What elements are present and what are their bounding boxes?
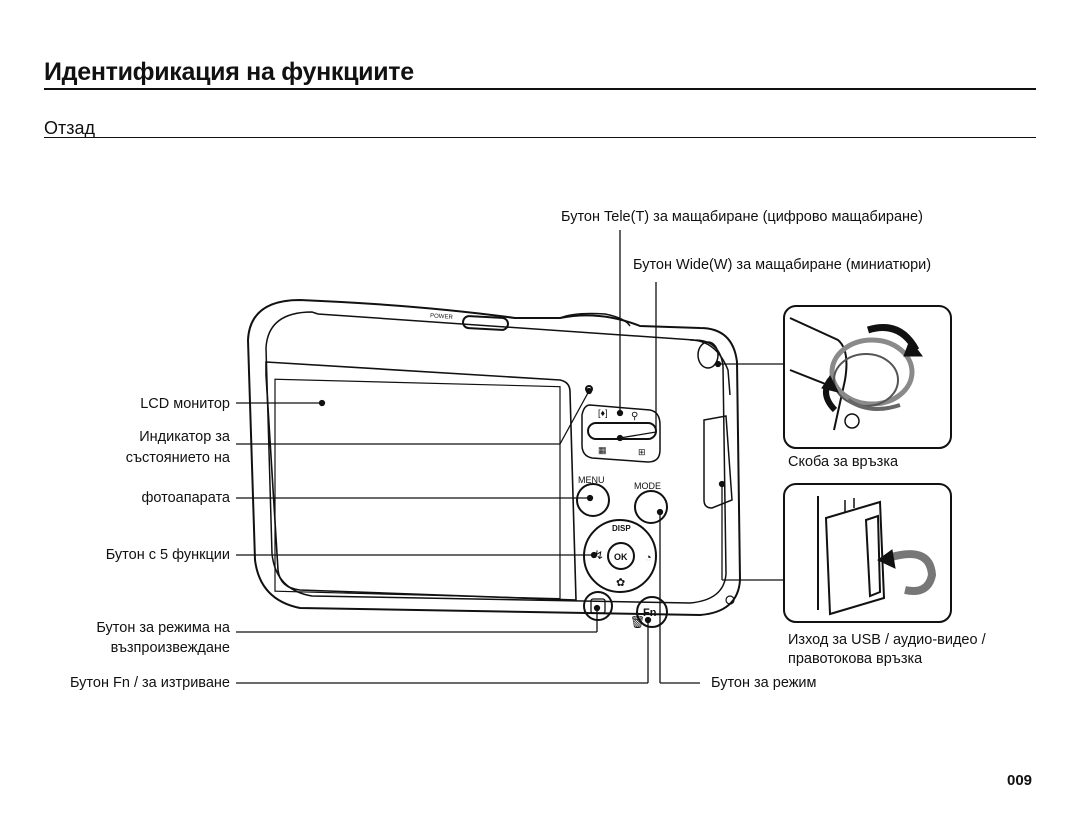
- indicator-label-2: състоянието на: [125, 450, 230, 466]
- grid-icon: ⊞: [638, 447, 646, 457]
- mode-button: [634, 490, 668, 524]
- mode-label-text: Бутон за режим: [711, 675, 817, 691]
- timer-icon: ◔: [645, 552, 652, 564]
- tele-icon: [♦]: [598, 408, 608, 418]
- macro-icon: ✿: [616, 577, 625, 589]
- usb-label-2: правотокова връзка: [788, 651, 923, 667]
- mode-label: MODE: [634, 481, 661, 491]
- playback-button: [583, 591, 613, 621]
- power-label: POWER: [430, 313, 454, 321]
- thumbnail-icon: ▦: [598, 445, 607, 455]
- power-button: [462, 315, 509, 331]
- five-function-button: [583, 519, 657, 593]
- indicator-label-3: фотоапарата: [141, 490, 230, 506]
- strap-label: Скоба за връзка: [788, 454, 899, 470]
- section-rule: [44, 137, 1036, 138]
- usb-label-1: Изход за USB / аудио-видео /: [788, 632, 986, 648]
- zoom-icon: ⚲: [631, 411, 638, 422]
- lcd-label: LCD монитор: [140, 396, 230, 412]
- delete-icon: 🗑: [630, 615, 645, 629]
- flash-icon: ↯: [594, 548, 604, 562]
- wide-zoom-label: Бутон Wide(W) за мащабиране (миниатюри): [633, 257, 932, 273]
- ok-button: [607, 542, 635, 570]
- tele-zoom-label: Бутон Tele(T) за мащабиране (цифрово мащ…: [561, 209, 923, 225]
- zoom-rocker: [581, 404, 661, 463]
- five-function-label: Бутон с 5 функции: [105, 547, 230, 563]
- camera-body: [246, 298, 742, 617]
- menu-label: MENU: [578, 475, 605, 485]
- fn-button: [636, 596, 668, 628]
- disp-label: DISP: [612, 524, 631, 533]
- lcd-screen: [265, 361, 577, 601]
- playback-label-1: Бутон за режима на: [96, 620, 230, 636]
- ok-label: OK: [614, 552, 628, 562]
- fn-label: Fn: [643, 607, 657, 619]
- strap-inset: [783, 305, 952, 449]
- fn-delete-label: Бутон Fn / за изтриване: [69, 675, 230, 691]
- menu-button: [576, 483, 610, 517]
- playback-label-2: възпроизвеждане: [110, 640, 230, 656]
- section-title: Отзад: [44, 118, 96, 138]
- page-title: Идентификация на функциите: [44, 58, 414, 86]
- usb-door: [703, 415, 733, 509]
- page-number: 009: [1007, 772, 1033, 789]
- title-rule: [44, 88, 1036, 90]
- usb-inset: [783, 483, 952, 623]
- indicator-label-1: Индикатор за: [139, 429, 230, 445]
